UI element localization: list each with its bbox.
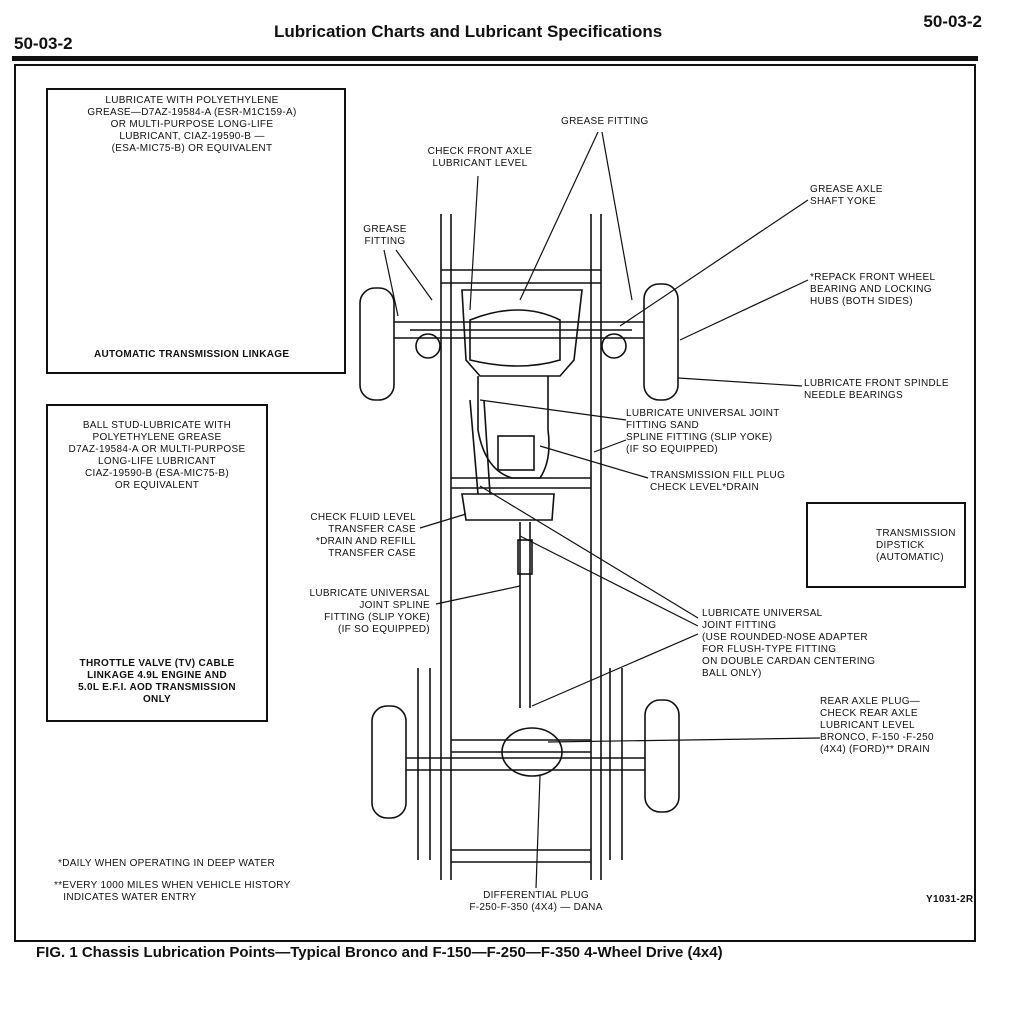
transmission-pan <box>497 435 535 471</box>
rear-right-wheel <box>644 699 680 813</box>
callout-rear-axle-plug: REAR AXLE PLUG— CHECK REAR AXLE LUBRICAN… <box>820 696 934 755</box>
inset-dipstick <box>806 502 966 588</box>
figure-caption: FIG. 1 Chassis Lubrication Points—Typica… <box>36 944 723 961</box>
callout-grease-fitting-left: GREASE FITTING <box>363 224 407 247</box>
page-number-right: 50-03-2 <box>923 12 982 31</box>
right-frame-rail <box>590 214 602 880</box>
throttle-lubricant-note: BALL STUD-LUBRICATE WITH POLYETHYLENE GR… <box>68 420 246 491</box>
figure-id: Y1031-2R <box>926 894 974 905</box>
figure-frame <box>14 64 976 942</box>
front-axle <box>394 321 644 339</box>
callout-front-spindle: LUBRICATE FRONT SPINDLE NEEDLE BEARINGS <box>804 378 949 401</box>
footnote-single-asterisk: *DAILY WHEN OPERATING IN DEEP WATER <box>58 858 276 869</box>
rear-driveshaft <box>519 522 531 708</box>
linkage-caption: AUTOMATIC TRANSMISSION LINKAGE <box>94 349 290 360</box>
throttle-caption: THROTTLE VALVE (TV) CABLE LINKAGE 4.9L E… <box>78 658 236 705</box>
callout-repack-front-wheel: *REPACK FRONT WHEEL BEARING AND LOCKING … <box>810 272 936 307</box>
callout-grease-fitting-top: GREASE FITTING <box>561 116 649 127</box>
page-title: Lubrication Charts and Lubricant Specifi… <box>274 22 663 41</box>
transfer-case <box>461 493 555 521</box>
rear-axle <box>406 757 645 771</box>
callout-grease-axle-shaft-yoke: GREASE AXLE SHAFT YOKE <box>810 184 883 207</box>
slip-yoke <box>517 539 533 575</box>
rear-differential <box>501 727 563 777</box>
footnote-double-asterisk: **EVERY 1000 MILES WHEN VEHICLE HISTORY … <box>54 880 291 903</box>
cross-members <box>441 269 601 863</box>
callout-check-front-axle: CHECK FRONT AXLE LUBRICANT LEVEL <box>427 146 533 169</box>
left-knuckle <box>415 333 441 359</box>
front-diff <box>469 309 561 367</box>
rear-spring-right <box>609 668 623 860</box>
callout-transfer-case: CHECK FLUID LEVEL TRANSFER CASE *DRAIN A… <box>310 512 416 559</box>
right-knuckle <box>601 333 627 359</box>
front-left-wheel <box>359 287 395 401</box>
leader-lines <box>383 131 821 889</box>
callout-trans-fill-plug: TRANSMISSION FILL PLUG CHECK LEVEL*DRAIN <box>650 470 786 493</box>
rear-left-wheel <box>371 705 407 819</box>
linkage-lubricant-note: LUBRICATE WITH POLYETHYLENE GREASE—D7AZ-… <box>87 95 297 154</box>
transmission-outline <box>477 376 550 479</box>
page-number-left: 50-03-2 <box>14 34 73 53</box>
front-right-wheel <box>643 283 679 401</box>
inset-throttle-valve <box>46 404 268 722</box>
rear-spring-left <box>417 668 431 860</box>
callout-differential-plug: DIFFERENTIAL PLUG F-250-F-350 (4X4) — DA… <box>469 890 603 913</box>
callout-ujoint-spline-front: LUBRICATE UNIVERSAL JOINT FITTING SAND S… <box>626 408 780 455</box>
callout-ujoint-fitting: LUBRICATE UNIVERSAL JOINT FITTING (USE R… <box>702 608 876 679</box>
front-driveshaft <box>469 399 491 495</box>
header-rule <box>12 56 978 61</box>
callout-ujoint-spline-rear: LUBRICATE UNIVERSAL JOINT SPLINE FITTING… <box>309 588 430 635</box>
inset-transmission-linkage <box>46 88 346 374</box>
engine-outline <box>461 289 583 377</box>
left-frame-rail <box>440 214 452 880</box>
dipstick-label: TRANSMISSION DIPSTICK (AUTOMATIC) <box>876 528 956 563</box>
